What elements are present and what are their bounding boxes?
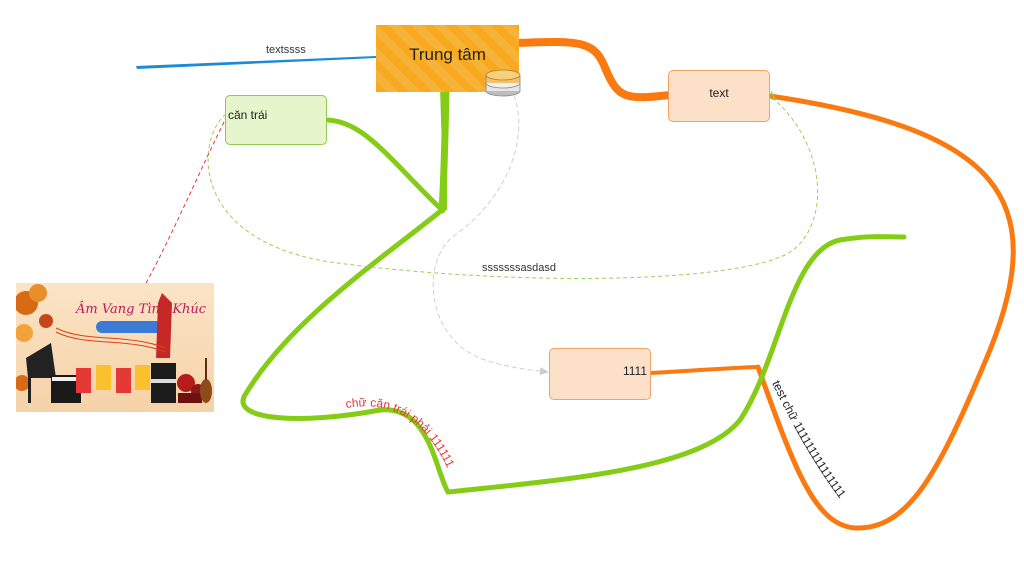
edge-dashed-green[interactable] (207, 100, 819, 279)
edge-orange-loop[interactable] (755, 93, 1016, 531)
node-text[interactable]: text (668, 70, 770, 122)
edge-green-trunk-body[interactable] (438, 86, 450, 214)
center-node[interactable]: Trung tâm (376, 25, 519, 92)
edge-orange-1111[interactable] (649, 365, 760, 375)
edge-green-loop[interactable] (240, 207, 907, 495)
edge-blue[interactable] (136, 56, 376, 69)
edge-label-dashed: sssssssasdasd (482, 262, 556, 274)
node-1111-label: 1111 (622, 364, 647, 378)
piano-icon (26, 343, 81, 403)
violin-icon (200, 358, 212, 403)
node-can-trai[interactable]: căn trái (225, 95, 327, 145)
node-can-trai-label: căn trái (228, 108, 268, 122)
edge-label-orange: test chữ 111111111111111 (769, 378, 849, 501)
leaf-icon (16, 284, 53, 391)
edge-dashed-gray[interactable] (432, 94, 549, 376)
center-node-label: Trung tâm (409, 44, 486, 64)
banner-image: Âm Vang Tình Khúc (16, 283, 214, 412)
image-node[interactable]: Âm Vang Tình Khúc (16, 283, 214, 412)
edge-green-left[interactable] (325, 117, 445, 213)
edge-label-blue: textssss (266, 44, 306, 56)
edge-orange-top[interactable] (513, 37, 674, 102)
edge-label-green: chữ căn trái phải 111111 (345, 395, 458, 469)
node-1111[interactable]: 1111 (549, 348, 651, 400)
banner-title: Âm Vang Tình Khúc (75, 301, 207, 317)
edge-dashed-red[interactable] (145, 117, 227, 284)
database-icon (485, 69, 521, 97)
node-text-label: text (709, 86, 729, 100)
